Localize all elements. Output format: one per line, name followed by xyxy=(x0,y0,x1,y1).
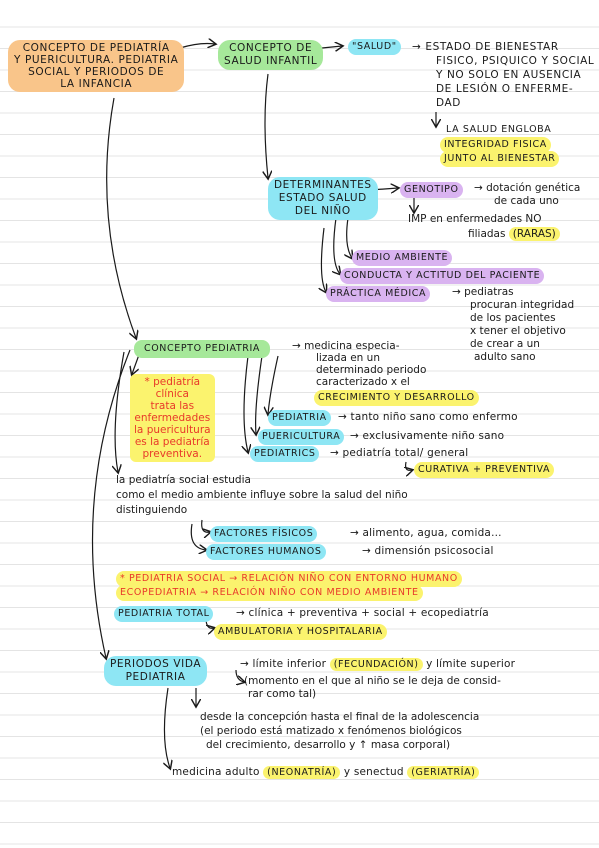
arrow-cp-to-pediatrics xyxy=(244,355,248,452)
arrow-distinguiendo-humanos xyxy=(190,523,206,550)
arrow-cp-to-pediatria xyxy=(268,355,279,414)
geriatria-highlight: (GERIATRÍA) xyxy=(407,766,480,779)
arrow-distinguiendo-fisicos xyxy=(201,519,210,532)
fecundacion-highlight: (FECUNDACIÓN) xyxy=(329,658,423,671)
arrow-concepto-to-salud-infantil xyxy=(179,44,215,49)
factores-humanos-node: FACTORES HUMANOS xyxy=(206,544,326,560)
imp-text: IMP en enfermedades NO filiadas (RARAS) xyxy=(408,212,560,242)
arrow-cp-to-social xyxy=(115,351,125,472)
genotipo-node: GENOTIPO xyxy=(400,182,463,198)
pediatrics-description: → pediatría total/ general xyxy=(330,447,469,459)
concepto-pediatria-node: CONCEPTO PEDIATRIA xyxy=(134,340,270,358)
periodos-vida-node: PERIODOS VIDA PEDIATRIA xyxy=(104,656,208,686)
puericultura-node: PUERICULTURA xyxy=(258,429,345,445)
arrow-lim xyxy=(235,669,244,682)
pediatria-social-line: * PEDIATRIA SOCIAL → relación niño con e… xyxy=(116,571,462,587)
ecopediatria-line: ECOPEDIATRIA → relación niño con medio a… xyxy=(116,585,423,601)
conducta-node: CONDUCTA Y ACTITUD DEL PACIENTE xyxy=(340,268,545,284)
salud-node: "SALUD" xyxy=(348,39,401,55)
pediatrics-node: PEDIATRICS xyxy=(250,446,320,462)
arrow-salud-infantil-to-salud xyxy=(321,46,342,48)
arrow-cp-to-puericultura xyxy=(256,355,263,434)
raras-highlight: (RARAS) xyxy=(508,227,560,241)
arrow-det-to-conducta xyxy=(334,217,340,274)
arrow-det-to-practica xyxy=(321,227,326,292)
concepto-salud-infantil-node: CONCEPTO DE SALUD INFANTIL xyxy=(218,40,324,70)
main-title-node: CONCEPTO DE PEDIATRÍA Y PUERICULTURA. PE… xyxy=(8,40,185,92)
pediatria-node: PEDIATRIA xyxy=(268,410,331,426)
pediatria-social-text: la pediatría social estudia como el medi… xyxy=(116,474,408,516)
pediatria-total-node: PEDIATRIA TOTAL xyxy=(114,606,214,622)
desde-concepcion-text: desde la concepción hasta el final de la… xyxy=(200,711,480,751)
genotipo-description: → dotación genética de cada uno xyxy=(474,182,581,207)
salud-engloba: LA SALUD ENGLOBA xyxy=(446,124,552,135)
factores-fisicos-description: → alimento, agua, comida... xyxy=(350,527,502,539)
momento-text: (momento en el que al niño se le deja de… xyxy=(244,675,501,700)
salud-definition: → ESTADO DE BIENESTAR FISICO, PSIQUICO Y… xyxy=(412,41,595,109)
pediatria-total-description: → clínica + preventiva + social + ecoped… xyxy=(236,607,489,619)
junto-bienestar: JUNTO AL BIENESTAR xyxy=(440,151,560,167)
factores-humanos-description: → dimensión psicosocial xyxy=(362,545,494,557)
medio-ambiente-node: MEDIO AMBIENTE xyxy=(352,250,453,266)
factores-fisicos-node: FACTORES FÍSICOS xyxy=(210,526,318,542)
practica-description: → pediatras procuran integridad de los p… xyxy=(452,286,575,363)
arrow-main-to-periodos xyxy=(91,349,131,658)
arrow-main-to-concepto-pediatria xyxy=(106,97,136,338)
determinantes-node: DETERMINANTES ESTADO SALUD DEL NIÑO xyxy=(268,177,378,220)
puericultura-description: → exclusivamente niño sano xyxy=(350,430,505,442)
practica-medica-node: PRÁCTICA MÉDICA xyxy=(326,286,431,302)
arrow-salud-infantil-to-determinantes xyxy=(265,73,268,178)
integridad-fisica: INTEGRIDAD FISICA xyxy=(440,137,551,153)
ambulatoria-hospitalaria: AMBULATORIA Y HOSPITALARIA xyxy=(214,624,387,640)
neonatria-highlight: (NEONATRÍA) xyxy=(263,766,341,779)
arrow-det-to-medio xyxy=(347,217,352,258)
pediatria-description: → tanto niño sano como enfermo xyxy=(338,411,518,423)
arrow-periodos-medicina xyxy=(164,687,170,768)
concepto-pediatria-description: → medicina especia- lizada en un determi… xyxy=(292,340,427,388)
crecimiento-desarrollo: CRECIMIENTO y DESARROLLO xyxy=(314,390,479,406)
medicina-adulto-line: medicina adulto (NEONATRÍA) y senectud (… xyxy=(172,765,480,780)
limite-line: → límite inferior (FECUNDACIÓN) y límite… xyxy=(240,658,516,671)
arrow-pediatrics-curativa xyxy=(406,461,412,470)
curativa-preventiva: CURATIVA + PREVENTIVA xyxy=(414,462,555,478)
pediatria-clinica-note: * pediatría clínica trata las enfermedad… xyxy=(130,374,215,462)
